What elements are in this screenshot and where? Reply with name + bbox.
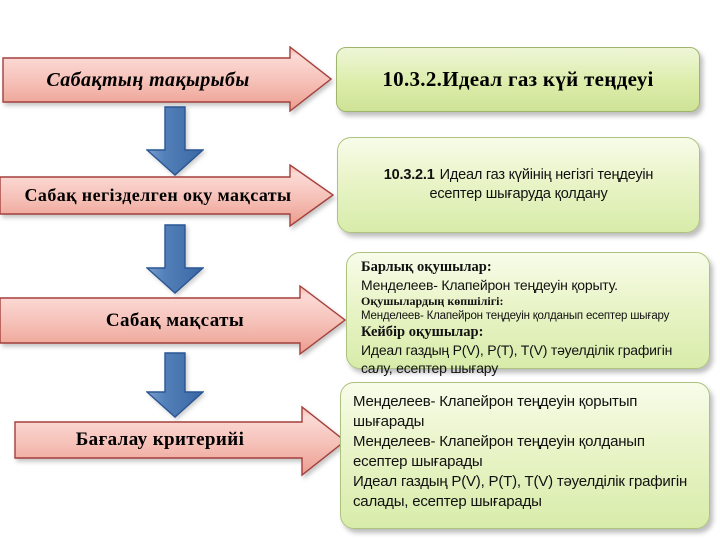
right-arrow-shape xyxy=(14,405,346,477)
down-arrow-icon xyxy=(146,352,204,418)
flow-step-learning-objective: Сабақ негізделген оқу мақсаты xyxy=(0,164,334,227)
right-arrow-shape xyxy=(0,164,334,227)
goal-line: Кейбір оқушылар: xyxy=(361,324,484,340)
right-arrow-shape xyxy=(0,284,346,356)
flow-step-label: Сабақ мақсаты xyxy=(105,309,245,331)
right-arrow-shape xyxy=(2,46,332,112)
flow-step-label: Сабақтың тақырыбы xyxy=(46,68,250,91)
flow-step-label: Бағалау критерийі xyxy=(75,429,245,451)
criteria-box: Менделеев- Клапейрон теңдеуін қорытып шы… xyxy=(340,382,710,529)
goal-line: Менделеев- Клапейрон теңдеуін қорыту. xyxy=(361,277,618,293)
flow-step-topic: Сабақтың тақырыбы xyxy=(2,46,332,112)
topic-title: 10.3.2.Идеал газ күй теңдеуі xyxy=(382,67,654,91)
objective-code: 10.3.2.1 xyxy=(383,167,435,183)
goal-line: Менделеев- Клапейрон теңдеуін қолданып е… xyxy=(361,309,670,322)
goal-box: Барлық оқушылар: Менделеев- Клапейрон те… xyxy=(346,252,710,376)
criteria-line: Идеал газдың P(V), P(T), T(V) тәуелділік… xyxy=(353,473,688,510)
criteria-line: Менделеев- Клапейрон теңдеуін қорытып шы… xyxy=(353,393,638,430)
flow-step-lesson-goal: Сабақ мақсаты xyxy=(0,284,346,356)
flow-step-assessment-criteria: Бағалау критерийі xyxy=(14,404,346,478)
topic-box: 10.3.2.Идеал газ күй теңдеуі xyxy=(336,47,700,112)
criteria-line: Менделеев- Клапейрон теңдеуін қолданып е… xyxy=(353,433,645,470)
goal-line: Барлық оқушылар: xyxy=(361,259,492,275)
goal-line: Оқушылардың көпшілігі: xyxy=(361,294,504,308)
down-arrow-icon xyxy=(146,224,204,294)
down-arrow-icon xyxy=(146,106,204,176)
flow-step-label: Сабақ негізделген оқу мақсаты xyxy=(24,185,292,206)
objective-text: Идеал газ күйінің негізгі теңдеуін есепт… xyxy=(429,167,654,202)
goal-line: Идеал газдың P(V), P(T), T(V) тәуелділік… xyxy=(361,342,673,376)
